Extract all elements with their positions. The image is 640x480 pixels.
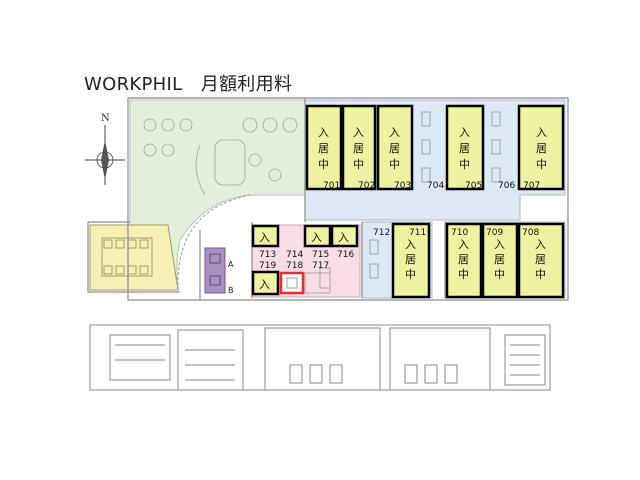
- svg-text:中: 中: [318, 158, 329, 171]
- booth-715[interactable]: 入: [303, 224, 332, 248]
- meeting-table: [101, 237, 153, 277]
- svg-text:居: 居: [353, 142, 364, 155]
- zone-b-label: B: [228, 286, 234, 295]
- page-title: WORKPHIL 月額利用料: [84, 74, 293, 95]
- svg-text:中: 中: [353, 158, 364, 171]
- svg-text:居: 居: [458, 253, 469, 266]
- room-718-number: 718: [286, 261, 303, 271]
- svg-text:入: 入: [318, 126, 329, 139]
- svg-text:居: 居: [494, 253, 505, 266]
- svg-text:中: 中: [536, 158, 547, 171]
- svg-text:入: 入: [353, 126, 364, 139]
- room-702[interactable]: 入 居 中 702: [341, 104, 377, 191]
- svg-text:居: 居: [405, 253, 416, 266]
- room-715-number: 715: [312, 250, 329, 260]
- svg-text:中: 中: [459, 158, 470, 171]
- room-701-number: 701: [323, 181, 340, 191]
- room-711[interactable]: 入 居 中 711: [391, 222, 431, 299]
- meeting-room: [89, 224, 179, 291]
- room-705-number: 705: [465, 181, 482, 191]
- svg-text:中: 中: [535, 268, 546, 281]
- compass-n-label: N: [101, 113, 110, 124]
- svg-text:中: 中: [494, 268, 505, 281]
- room-713-number: 713: [259, 250, 276, 260]
- compass-rose-icon: N: [85, 113, 125, 185]
- svg-text:中: 中: [458, 268, 469, 281]
- svg-text:入: 入: [259, 278, 270, 291]
- room-704-number: 704: [427, 181, 444, 191]
- svg-text:中: 中: [389, 158, 400, 171]
- booth-717: [304, 272, 331, 294]
- svg-text:入: 入: [536, 126, 547, 139]
- room-714-number: 714: [286, 250, 303, 260]
- walkway-arc: [177, 194, 251, 291]
- svg-text:居: 居: [318, 142, 329, 155]
- room-707-number: 707: [523, 181, 540, 191]
- svg-text:入: 入: [338, 231, 349, 244]
- room-701[interactable]: 入 居 中 701: [305, 104, 343, 191]
- svg-text:入: 入: [405, 238, 416, 251]
- svg-text:入: 入: [389, 126, 400, 139]
- svg-text:居: 居: [535, 253, 546, 266]
- room-710-number: 710: [451, 228, 468, 238]
- occupied-rooms: 入 居 中 701 入 居 中 702 入 居 中 703: [305, 104, 565, 299]
- booth-713[interactable]: 入: [251, 224, 280, 248]
- booth-718-available[interactable]: [279, 271, 305, 295]
- room-716-number: 716: [337, 250, 354, 260]
- room-708[interactable]: 入 居 中 708: [517, 222, 565, 299]
- room-703-number: 703: [394, 181, 411, 191]
- svg-text:入: 入: [259, 231, 270, 244]
- room-702-number: 702: [358, 181, 375, 191]
- booth-719[interactable]: 入: [251, 270, 280, 296]
- svg-text:入: 入: [494, 238, 505, 251]
- svg-text:中: 中: [405, 268, 416, 281]
- svg-text:入: 入: [459, 126, 470, 139]
- room-708-number: 708: [522, 228, 539, 238]
- room-706-number: 706: [498, 181, 515, 191]
- room-710[interactable]: 入 居 中 710: [445, 222, 483, 299]
- locker-b: [209, 275, 221, 286]
- room-712-number: 712: [373, 228, 390, 238]
- booth-716[interactable]: 入: [330, 224, 359, 248]
- room-717-number: 717: [312, 261, 329, 271]
- locker-a: [209, 253, 221, 264]
- svg-text:入: 入: [458, 238, 469, 251]
- lounge-furniture: [143, 117, 298, 196]
- room-705[interactable]: 入 居 中 705: [445, 104, 485, 191]
- locker-area: [204, 247, 226, 294]
- svg-text:居: 居: [389, 142, 400, 155]
- room-711-number: 711: [409, 228, 426, 238]
- room-709[interactable]: 入 居 中 709: [481, 222, 519, 299]
- svg-text:入: 入: [535, 238, 546, 251]
- room-709-number: 709: [486, 228, 503, 238]
- svg-text:入: 入: [311, 231, 322, 244]
- svg-text:居: 居: [536, 142, 547, 155]
- lower-floor-plan: [89, 324, 551, 391]
- room-703[interactable]: 入 居 中 703: [376, 104, 414, 191]
- svg-text:居: 居: [459, 142, 470, 155]
- zone-a-label: A: [228, 260, 234, 269]
- room-719-number: 719: [259, 261, 276, 271]
- room-707[interactable]: 入 居 中 707: [517, 104, 565, 191]
